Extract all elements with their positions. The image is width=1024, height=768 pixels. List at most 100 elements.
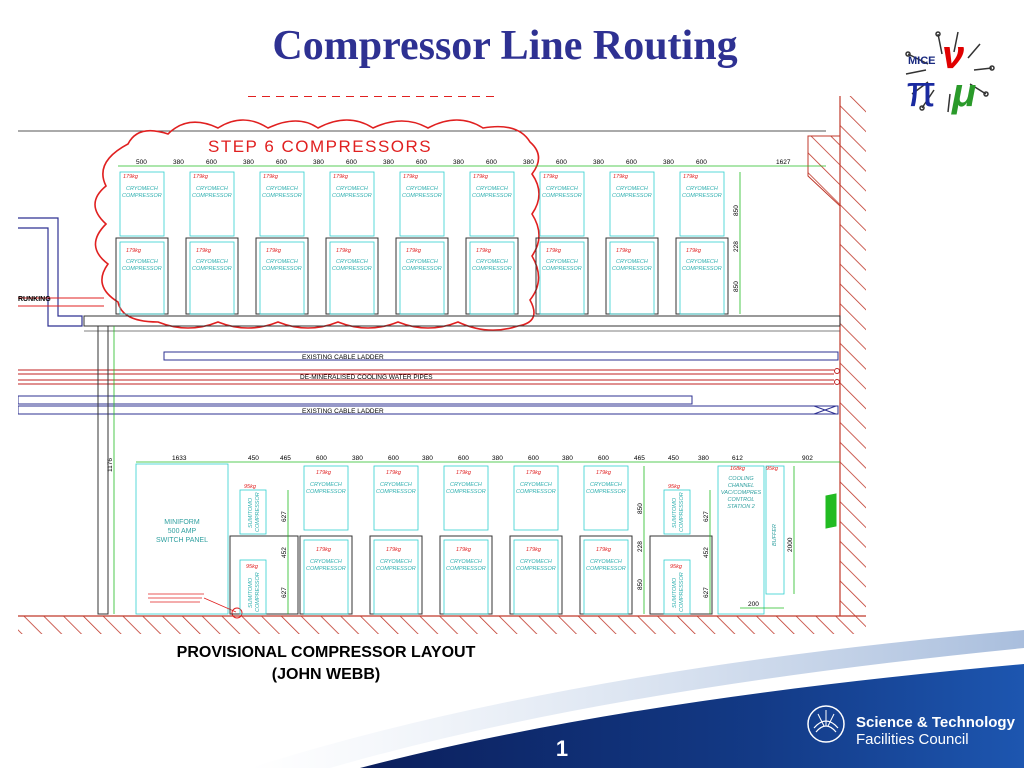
svg-text:627: 627	[281, 587, 288, 598]
svg-text:CRYOMECH: CRYOMECH	[336, 259, 368, 265]
svg-text:CRYOMECH: CRYOMECH	[336, 186, 368, 192]
svg-text:COMPRESSOR: COMPRESSOR	[306, 566, 346, 572]
svg-text:179kg: 179kg	[266, 248, 282, 254]
svg-text:COMPRESSOR: COMPRESSOR	[682, 193, 722, 199]
cable-ladder-2-upper	[18, 395, 693, 405]
bottom-side-dimension-labels-right: 627 452 627	[703, 511, 710, 598]
side-dimension-labels: 850 228 850	[733, 205, 740, 292]
svg-text:95kg: 95kg	[668, 484, 681, 490]
svg-text:CRYOMECH: CRYOMECH	[406, 259, 438, 265]
logo-nu-symbol: ν	[942, 33, 964, 77]
compressor-unit: 179kg CRYOMECH COMPRESSOR 179kg CRYOMECH…	[675, 171, 729, 315]
svg-text:CRYOMECH: CRYOMECH	[126, 259, 158, 265]
exit-marker-icon	[825, 493, 837, 529]
svg-text:902: 902	[802, 455, 813, 462]
vertical-pipe	[97, 325, 109, 615]
compressor-unit: 179kg CRYOMECH COMPRESSOR 179kg CRYOMECH…	[579, 465, 633, 615]
bottom-compressor-row: 179kg CRYOMECH COMPRESSOR 179kg CRYOMECH…	[299, 465, 633, 615]
svg-text:600: 600	[486, 159, 497, 166]
svg-text:SUMITOMO: SUMITOMO	[248, 577, 254, 608]
svg-text:COOLING: COOLING	[728, 476, 754, 482]
svg-text:COMPRESSOR: COMPRESSOR	[192, 193, 232, 199]
svg-text:COMPRESSOR: COMPRESSOR	[192, 266, 232, 272]
compressor-unit: 179kg CRYOMECH COMPRESSOR 179kg CRYOMECH…	[185, 171, 239, 315]
slide-number: 1	[555, 736, 569, 761]
svg-text:COMPRESSOR: COMPRESSOR	[679, 492, 685, 532]
svg-text:CONTROL: CONTROL	[728, 497, 755, 503]
logo-mu-symbol: μ	[951, 71, 976, 115]
svg-text:179kg: 179kg	[336, 248, 352, 254]
svg-text:COMPRESSOR: COMPRESSOR	[586, 489, 626, 495]
svg-text:600: 600	[388, 455, 399, 462]
svg-text:179kg: 179kg	[683, 174, 699, 180]
svg-text:179kg: 179kg	[316, 547, 332, 553]
stfc-logo-icon	[807, 705, 845, 743]
svg-text:COMPRESSOR: COMPRESSOR	[262, 266, 302, 272]
note-leader	[203, 597, 237, 613]
cross-marker-icon	[813, 405, 837, 415]
cable-ladder-2-label: EXISTING CABLE LADDER	[302, 408, 384, 415]
svg-text:CRYOMECH: CRYOMECH	[520, 482, 552, 488]
svg-text:COMPRESSOR: COMPRESSOR	[255, 572, 261, 612]
svg-text:CRYOMECH: CRYOMECH	[266, 186, 298, 192]
svg-text:CRYOMECH: CRYOMECH	[616, 259, 648, 265]
svg-text:627: 627	[703, 511, 710, 522]
svg-text:179kg: 179kg	[406, 248, 422, 254]
svg-text:600: 600	[626, 159, 637, 166]
svg-text:380: 380	[352, 455, 363, 462]
trunking-outline	[18, 217, 83, 327]
svg-text:179kg: 179kg	[526, 470, 542, 476]
stfc-name: Science & Technology Facilities Council	[856, 714, 1015, 748]
switch-panel-label: MINIFORM 500 AMP SWITCH PANEL	[156, 519, 208, 544]
compressor-unit: 179kg CRYOMECH COMPRESSOR 179kg CRYOMECH…	[439, 465, 493, 615]
step6-label: STEP 6 COMPRESSORS	[208, 137, 432, 156]
svg-text:SUMITOMO: SUMITOMO	[672, 497, 678, 528]
svg-text:COMPRESSOR: COMPRESSOR	[376, 489, 416, 495]
svg-text:179kg: 179kg	[123, 174, 139, 180]
cable-ladder-2	[18, 405, 839, 415]
compressor-unit: 179kg CRYOMECH COMPRESSOR 179kg CRYOMECH…	[535, 171, 589, 315]
switch-panel	[135, 463, 229, 615]
svg-text:COMPRESSOR: COMPRESSOR	[402, 193, 442, 199]
svg-text:179kg: 179kg	[316, 470, 332, 476]
svg-text:380: 380	[383, 159, 394, 166]
svg-text:600: 600	[346, 159, 357, 166]
svg-text:179kg: 179kg	[473, 174, 489, 180]
svg-text:95kg: 95kg	[244, 484, 257, 490]
svg-text:600: 600	[416, 159, 427, 166]
svg-text:CRYOMECH: CRYOMECH	[686, 259, 718, 265]
svg-text:380: 380	[243, 159, 254, 166]
svg-text:179kg: 179kg	[193, 174, 209, 180]
svg-text:95kg: 95kg	[766, 466, 779, 472]
pipes-label: DE-MINERALISED COOLING WATER PIPES	[300, 374, 433, 381]
svg-text:179kg: 179kg	[686, 248, 702, 254]
cable-ladder-1-label: EXISTING CABLE LADDER	[302, 354, 384, 361]
svg-text:CRYOMECH: CRYOMECH	[196, 259, 228, 265]
svg-text:380: 380	[173, 159, 184, 166]
cable-ladder-1	[163, 351, 839, 361]
svg-text:179kg: 179kg	[546, 248, 562, 254]
logo-pi-symbol: π	[906, 67, 936, 116]
svg-text:450: 450	[248, 455, 259, 462]
svg-text:179kg: 179kg	[263, 174, 279, 180]
svg-text:168kg: 168kg	[730, 466, 746, 472]
svg-text:COMPRESSOR: COMPRESSOR	[376, 566, 416, 572]
svg-text:CRYOMECH: CRYOMECH	[380, 559, 412, 565]
svg-text:COMPRESSOR: COMPRESSOR	[586, 566, 626, 572]
svg-text:850: 850	[637, 503, 644, 514]
svg-text:CRYOMECH: CRYOMECH	[266, 259, 298, 265]
svg-text:COMPRESSOR: COMPRESSOR	[255, 492, 261, 532]
svg-text:627: 627	[281, 511, 288, 522]
svg-text:380: 380	[422, 455, 433, 462]
layout-drawing: STEP 6 COMPRESSORS RUNKING 500 380 600 3…	[18, 96, 866, 634]
top-compressor-row: 179kg CRYOMECH COMPRESSOR 179kg CRYOMECH…	[115, 171, 729, 315]
svg-text:COMPRESSOR: COMPRESSOR	[446, 489, 486, 495]
svg-text:452: 452	[281, 547, 288, 558]
compressor-unit: 179kg CRYOMECH COMPRESSOR 179kg CRYOMECH…	[605, 171, 659, 315]
svg-text:CRYOMECH: CRYOMECH	[520, 559, 552, 565]
svg-text:179kg: 179kg	[386, 547, 402, 553]
svg-text:465: 465	[634, 455, 645, 462]
svg-text:COMPRESSOR: COMPRESSOR	[332, 266, 372, 272]
svg-text:SUMITOMO: SUMITOMO	[248, 497, 254, 528]
svg-text:380: 380	[492, 455, 503, 462]
